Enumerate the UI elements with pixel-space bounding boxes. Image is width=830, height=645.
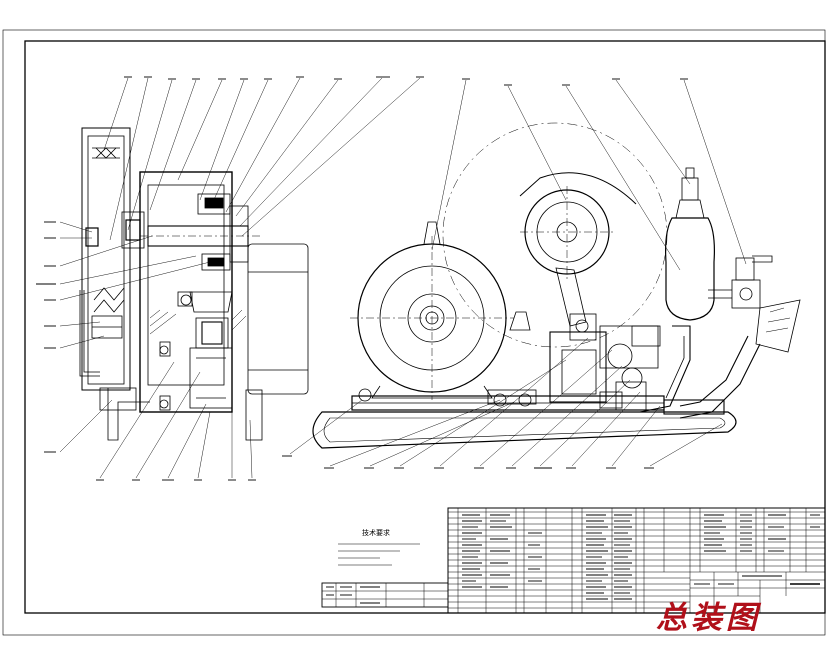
technical-notes (338, 543, 420, 566)
parts-list-table (447, 507, 826, 614)
part-number-marks (36, 76, 688, 481)
revision-table (321, 582, 449, 608)
inner-border (24, 40, 826, 614)
drawing-title-stamp: 总装图 (656, 600, 761, 636)
part-leaders (59, 77, 747, 479)
table-text-marks (326, 514, 820, 604)
front-elevation-view (312, 122, 801, 449)
technical-notes-title: 技术要求 (362, 529, 390, 537)
side-section-view (79, 127, 309, 441)
